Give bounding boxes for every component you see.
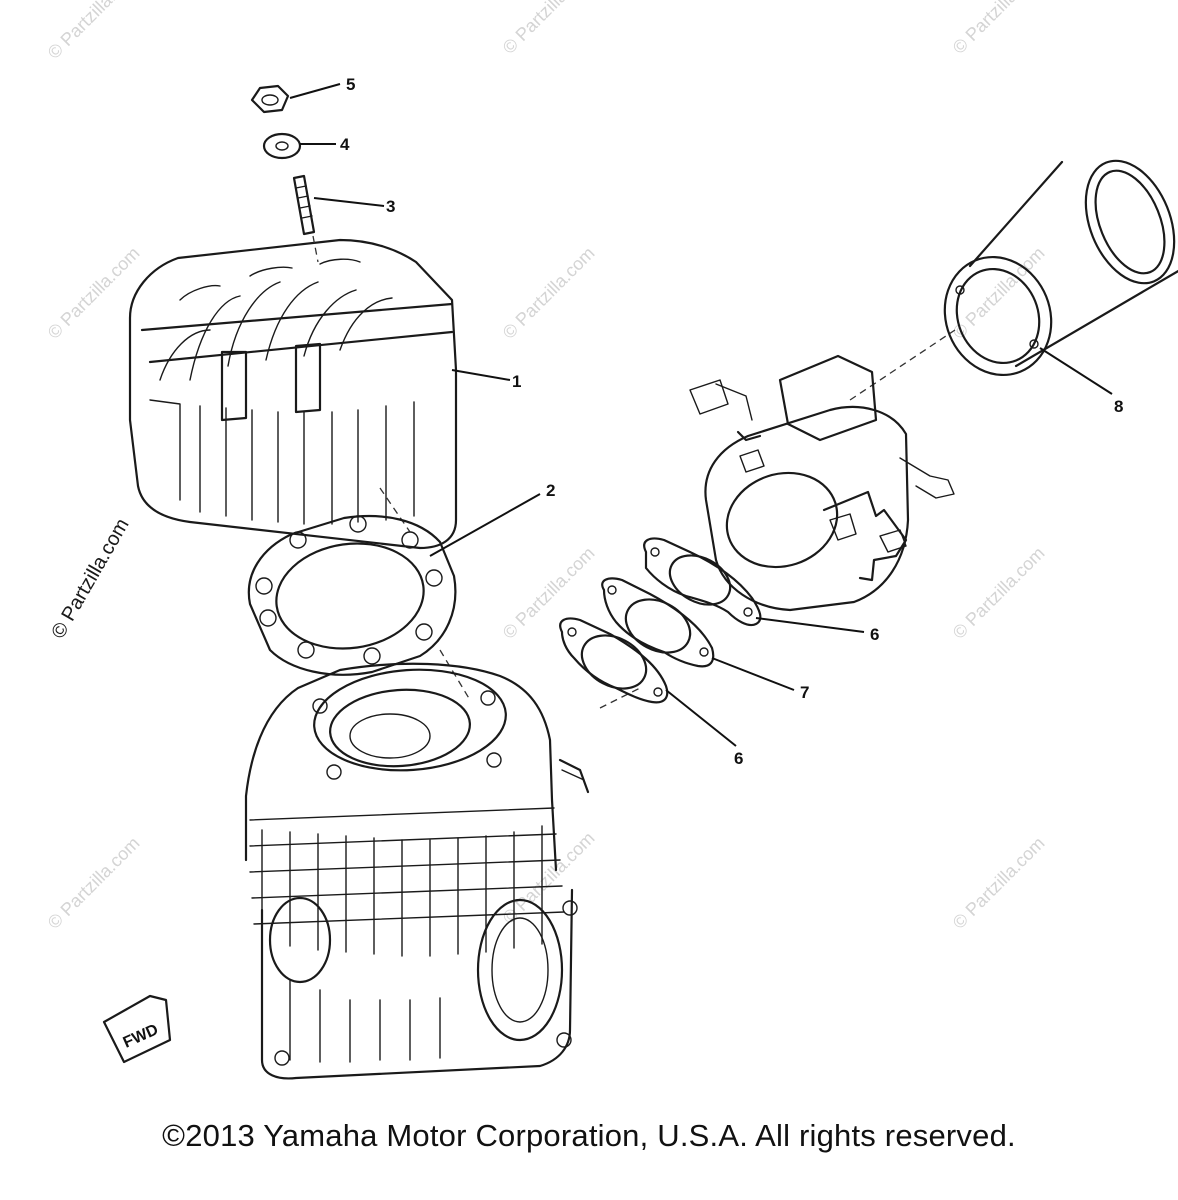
watermark: © Partzilla.com: [47, 515, 133, 643]
watermark: © Partzilla.com: [44, 243, 144, 343]
watermark: © Partzilla.com: [499, 243, 599, 343]
cylinder-block-part: [244, 662, 590, 1080]
callout-3: 3: [386, 197, 395, 216]
watermark: © Partzilla.com: [44, 833, 144, 933]
callout-6-lower: 6: [734, 749, 743, 768]
leader-line-1: [451, 369, 511, 381]
leader-line-6a: [755, 617, 865, 633]
callout-6-upper: 6: [870, 625, 879, 644]
nut-part: [250, 84, 290, 114]
callout-7: 7: [800, 683, 809, 702]
head-gasket-part: [247, 515, 457, 676]
watermark: © Partzilla.com: [949, 833, 1049, 933]
callout-labels: 5 4 3 1 2 6 7 6 8: [340, 75, 1123, 768]
leader-line-6b: [665, 689, 737, 747]
watermark: © Partzilla.com: [949, 543, 1049, 643]
callout-5: 5: [346, 75, 355, 94]
intake-insulator-part: [601, 577, 715, 668]
leader-line-7: [711, 657, 795, 691]
intake-gasket-lower-part: [559, 617, 669, 704]
intake-axis-line: [599, 687, 641, 709]
callout-4: 4: [340, 135, 350, 154]
watermark: © Partzilla.com: [44, 0, 144, 63]
leader-line-3: [313, 197, 385, 207]
stud-axis-line: [312, 235, 319, 263]
leader-line-8: [1039, 347, 1113, 395]
leader-lines: [289, 83, 1113, 747]
callout-2: 2: [546, 481, 555, 500]
intake-gasket-upper-part: [643, 537, 762, 627]
cylinder-head-part: [128, 238, 458, 550]
air-funnel-part: [943, 159, 1178, 377]
callout-1: 1: [512, 372, 521, 391]
carb-funnel-axis-line: [849, 329, 956, 401]
leader-line-2: [429, 493, 541, 557]
head-gasket-axis-line: [379, 487, 411, 533]
copyright-notice: ©2013 Yamaha Motor Corporation, U.S.A. A…: [162, 1118, 1016, 1153]
leader-line-5: [289, 83, 341, 99]
callout-8: 8: [1114, 397, 1123, 416]
watermark-layer: © Partzilla.com © Partzilla.com © Partzi…: [44, 0, 1049, 933]
carburetor-part: [689, 354, 955, 612]
gasket-cylinder-axis-line: [439, 649, 471, 701]
stud-bolt-part: [292, 174, 316, 236]
forward-direction-arrow: FWD: [102, 994, 172, 1064]
washer-part: [262, 132, 302, 160]
watermark: © Partzilla.com: [949, 0, 1049, 58]
watermark: © Partzilla.com: [499, 543, 599, 643]
watermark: © Partzilla.com: [499, 0, 599, 58]
